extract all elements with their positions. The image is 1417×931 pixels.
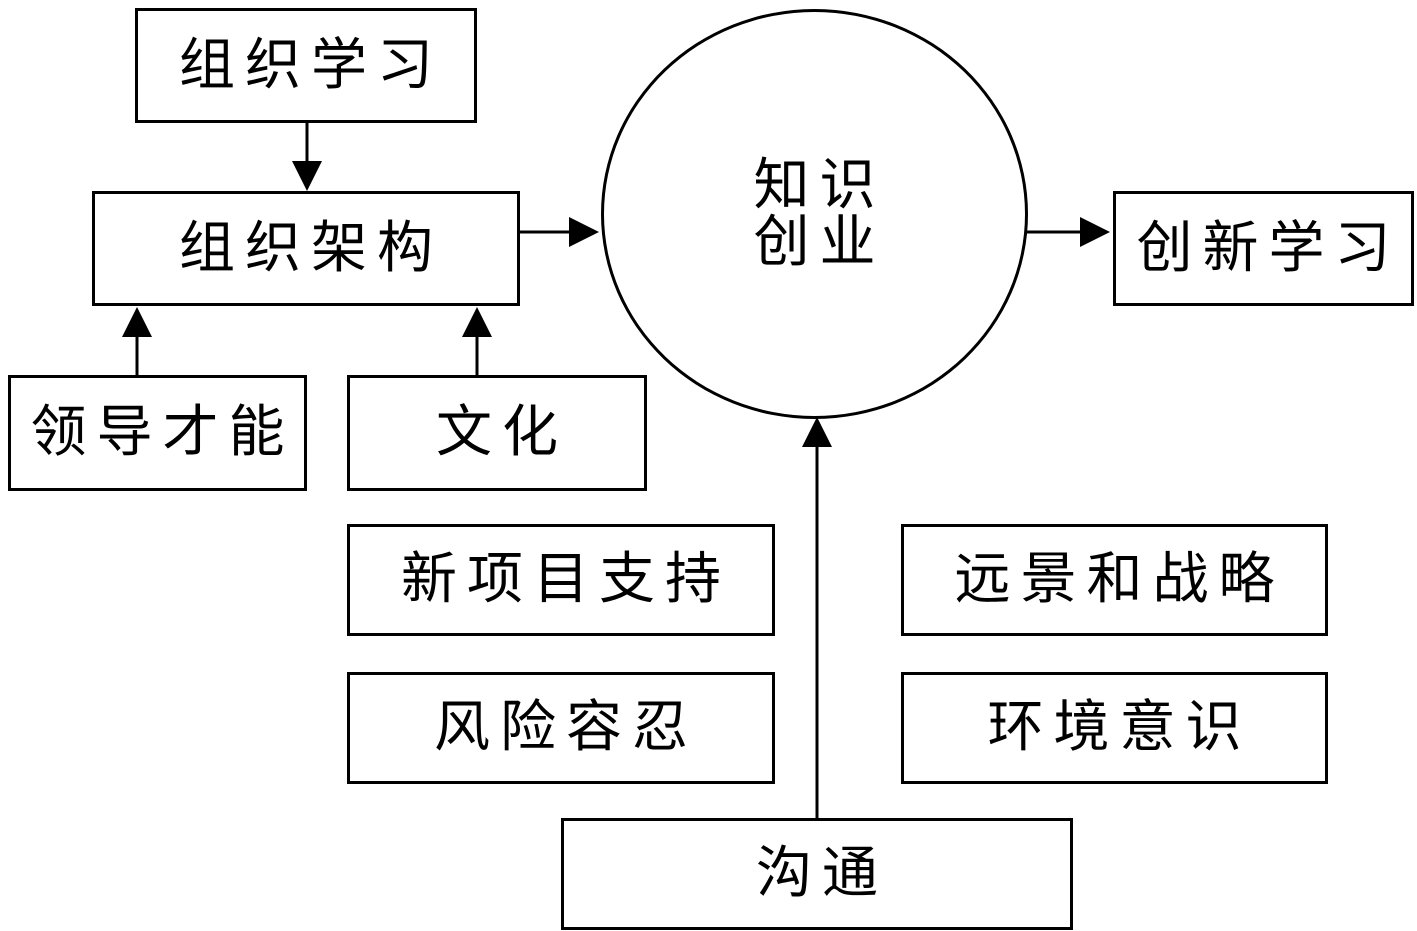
innovation-learning-label: 创新学习 (1136, 215, 1401, 281)
culture-box: 文化 (347, 375, 647, 491)
org-learning-label: 组织学习 (179, 32, 443, 98)
environment-awareness-box: 环境意识 (901, 672, 1328, 784)
knowledge-entrepreneurship-circle: 知识 创业 (601, 9, 1028, 419)
vision-strategy-box: 远景和战略 (901, 524, 1328, 636)
communication-box: 沟通 (561, 818, 1073, 930)
org-structure-label: 组织架构 (179, 215, 443, 281)
new-project-support-box: 新项目支持 (347, 524, 775, 636)
new-project-support-label: 新项目支持 (401, 547, 731, 612)
innovation-learning-box: 创新学习 (1113, 191, 1414, 306)
org-structure-box: 组织架构 (92, 191, 520, 306)
environment-awareness-label: 环境意识 (987, 695, 1252, 760)
vision-strategy-label: 远景和战略 (954, 547, 1285, 612)
risk-tolerance-label: 风险容忍 (434, 695, 698, 760)
culture-label: 文化 (436, 400, 568, 465)
communication-label: 沟通 (756, 841, 888, 906)
leadership-box: 领导才能 (8, 375, 307, 491)
risk-tolerance-box: 风险容忍 (347, 672, 775, 784)
knowledge-label-line1: 知识 (753, 152, 886, 218)
knowledge-label-line2: 创业 (753, 210, 886, 275)
org-learning-box: 组织学习 (135, 8, 477, 123)
leadership-label: 领导才能 (30, 400, 295, 465)
